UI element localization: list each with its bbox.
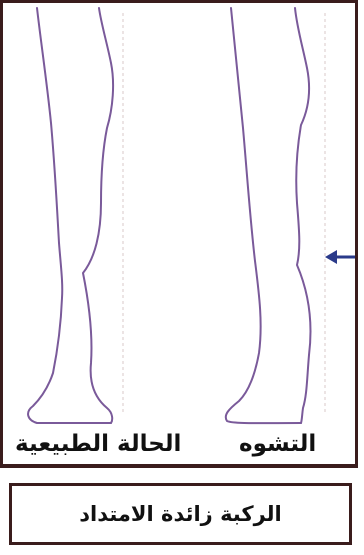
normal-leg-back-outline xyxy=(83,8,113,423)
normal-condition-label: الحالة الطبيعية xyxy=(15,433,181,456)
diagram-panel: الحالة الطبيعية التشوه xyxy=(0,0,358,468)
knee-arrow xyxy=(325,250,358,264)
deformity-leg xyxy=(226,8,311,423)
normal-leg-front-outline xyxy=(28,8,111,423)
deformity-leg-front-outline xyxy=(226,8,301,423)
legs-illustration xyxy=(3,3,358,468)
deformity-label: التشوه xyxy=(239,433,316,456)
caption-box: الركبة زائدة الامتداد xyxy=(9,483,352,545)
caption-text: الركبة زائدة الامتداد xyxy=(79,502,282,526)
knee-arrow-head xyxy=(325,250,337,264)
normal-leg xyxy=(28,8,113,423)
deformity-leg-back-outline xyxy=(295,8,311,423)
